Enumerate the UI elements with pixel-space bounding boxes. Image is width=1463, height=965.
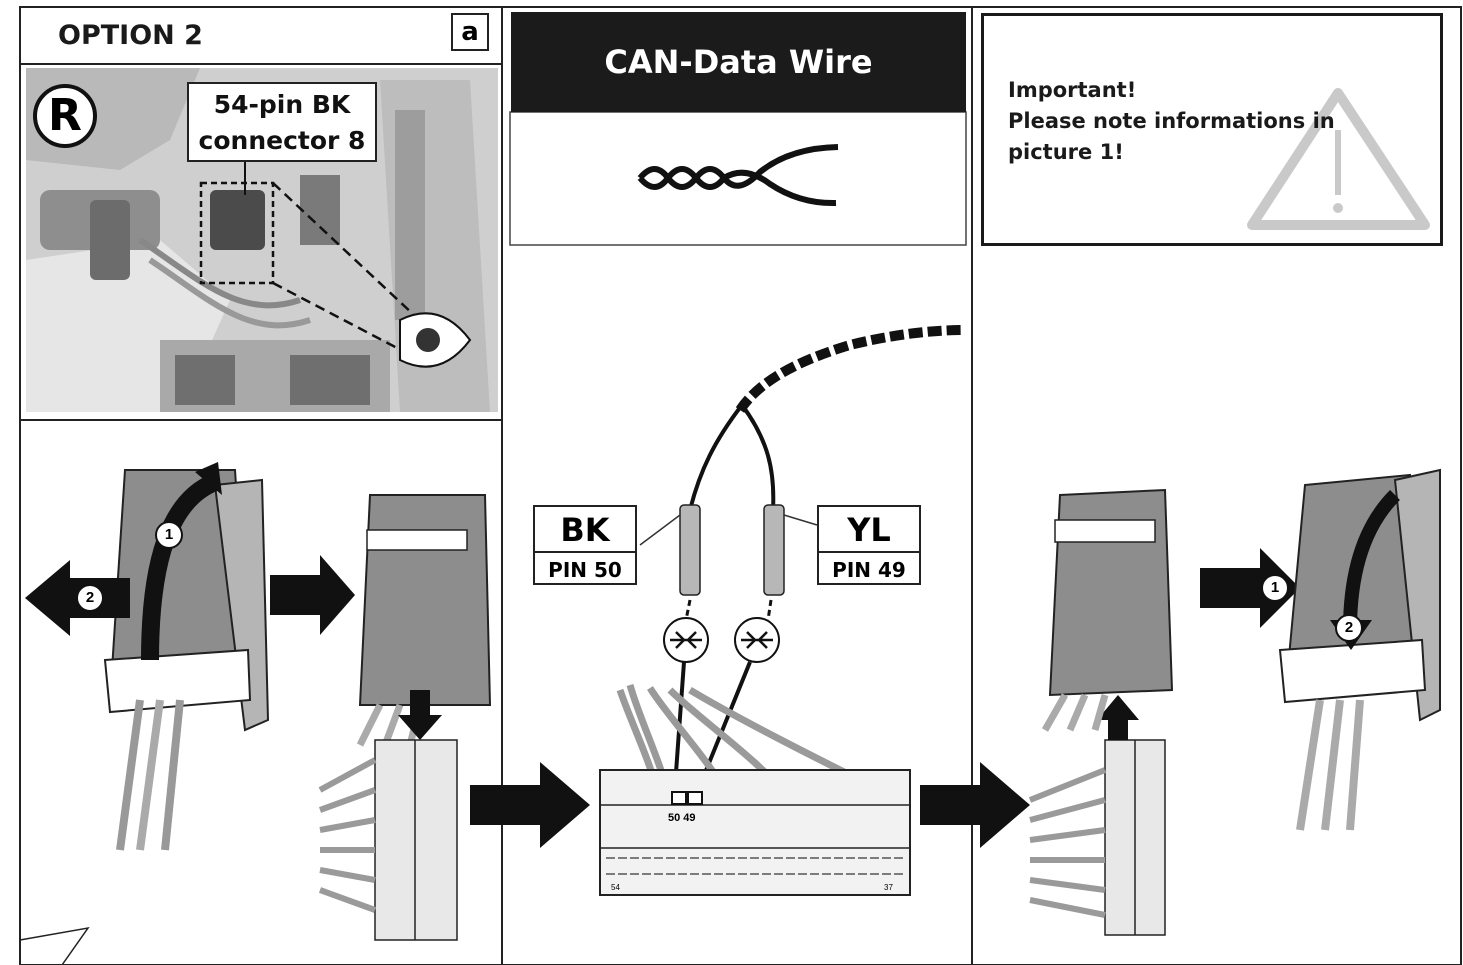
step-circle-a1	[155, 521, 183, 549]
wire-label-bk: BK PIN 50	[533, 505, 637, 585]
wire-pin-49: PIN 49	[832, 558, 906, 582]
option-title: OPTION 2	[58, 20, 203, 51]
connector-illustration-3	[1041, 488, 1174, 732]
vehicle-photo	[26, 68, 498, 412]
yl-leader	[783, 514, 818, 526]
callout-line-2: connector 8	[198, 126, 366, 155]
note-line-1: Important!	[1008, 78, 1137, 102]
wire-pin-50: PIN 50	[548, 558, 622, 582]
step-circle-c2	[1335, 614, 1363, 642]
pin-numbers-label: 50 49	[668, 812, 696, 824]
terminal-pin-left	[679, 504, 701, 596]
arrow-into-block	[470, 762, 590, 848]
connector-callout: 54-pin BK connector 8	[187, 82, 377, 162]
insert-symbol-left	[663, 617, 709, 663]
wire-label-yl: YL PIN 49	[817, 505, 921, 585]
outer-frame	[19, 6, 1462, 965]
pin-block-right	[1028, 739, 1166, 936]
note-line-3: picture 1!	[1008, 140, 1124, 164]
twisted-cable	[688, 325, 966, 511]
step-number-c2: 2	[1344, 619, 1354, 636]
corner-fold	[19, 926, 90, 965]
step-number-a1: 1	[164, 526, 174, 543]
step-circle-c1	[1261, 574, 1289, 602]
panel-letter-badge: a	[451, 13, 489, 51]
connector-unlock-illustration	[25, 462, 270, 851]
note-line-2: Please note informations in	[1008, 109, 1335, 133]
pin-end-left: 54	[611, 883, 620, 892]
wire-color-bk: BK	[535, 507, 635, 553]
arrow-out-block	[920, 762, 1030, 848]
step-number-a2: 2	[85, 589, 95, 606]
bk-leader	[639, 514, 681, 546]
callout-line-1: 54-pin BK	[213, 90, 351, 119]
can-data-title: CAN-Data Wire	[604, 43, 873, 81]
step-circle-a2	[76, 584, 104, 612]
can-wire-box	[509, 111, 967, 246]
twisted-wire-icon	[637, 144, 839, 207]
insert-symbol-right	[734, 617, 780, 663]
can-data-header: CAN-Data Wire	[511, 12, 966, 112]
terminal-pin-right	[763, 504, 785, 596]
connector-lock-illustration	[1278, 468, 1441, 831]
arrow-up	[1097, 695, 1139, 740]
arrow-down	[398, 690, 442, 740]
arrow-right-1	[270, 555, 355, 635]
wire-color-yl: YL	[819, 507, 919, 553]
pin-block-left	[318, 739, 458, 941]
step-number-c1: 1	[1270, 579, 1280, 596]
right-hand-drive-badge: R	[33, 84, 97, 148]
arrow-right-2	[1200, 548, 1300, 628]
main-connector-block	[599, 684, 911, 896]
warning-triangle-icon	[1247, 88, 1430, 230]
important-note-box: Important! Please note informations in p…	[981, 13, 1443, 246]
pin-end-right: 37	[884, 883, 893, 892]
